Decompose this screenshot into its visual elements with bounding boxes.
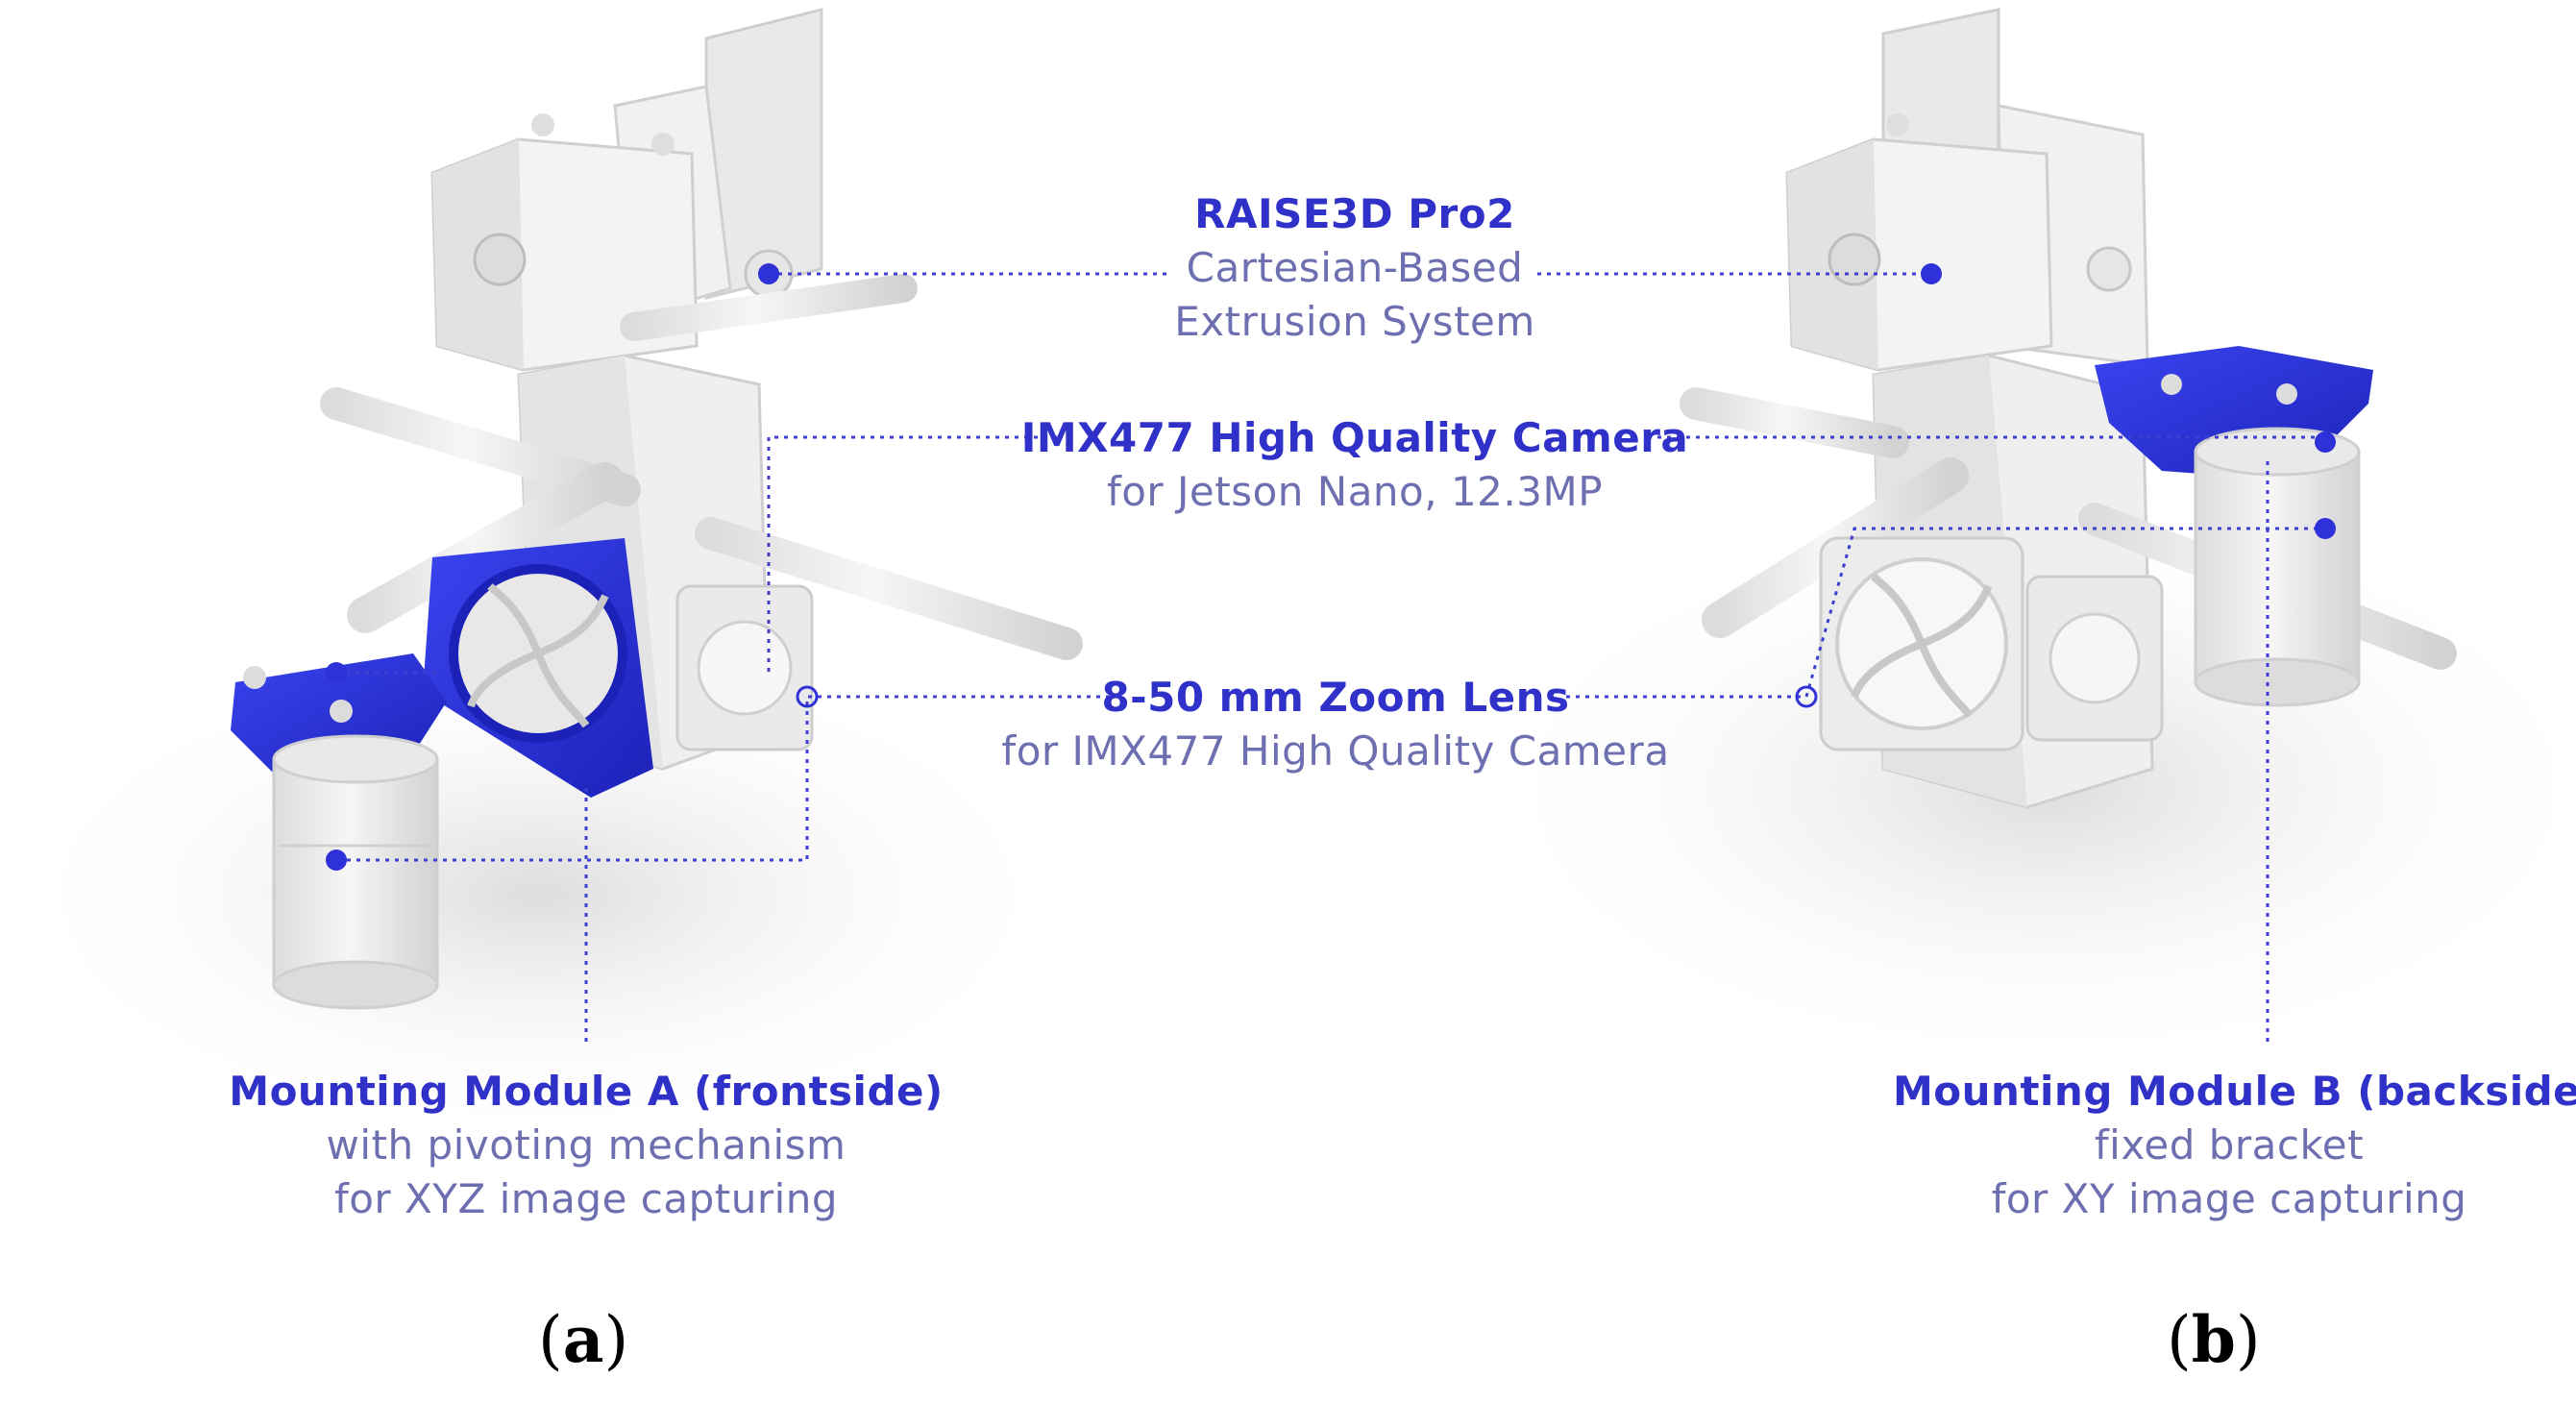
label-lens-line2: for IMX477 High Quality Camera — [1001, 727, 1670, 775]
fan-blades-a — [467, 583, 609, 728]
label-module-b: Mounting Module B (backside) fixed brack… — [1893, 1065, 2576, 1226]
dot-extruder-b — [1921, 263, 1942, 284]
label-camera: IMX477 High Quality Camera for Jetson Na… — [1018, 411, 1691, 519]
label-module-a-line2: with pivoting mechanism — [326, 1121, 846, 1169]
knob-b — [2086, 246, 2132, 292]
panel-letter-a: a — [562, 1302, 604, 1377]
dot-camera-a — [326, 662, 347, 683]
callout-camera-left — [767, 435, 1057, 673]
panel-label-b: (b) — [2167, 1302, 2261, 1377]
motor-hub-a — [473, 233, 527, 286]
camera-lens-b — [2194, 427, 2361, 707]
rod-b-1 — [1680, 387, 1909, 458]
label-module-a-title: Mounting Module A (frontside) — [229, 1068, 944, 1115]
dot-lens-b-2 — [1795, 685, 1818, 708]
label-camera-line2: for Jetson Nano, 12.3MP — [1106, 468, 1604, 515]
label-camera-title: IMX477 High Quality Camera — [1020, 414, 1689, 461]
fan-blades-b — [1851, 574, 1993, 719]
label-module-a-line3: for XYZ image capturing — [333, 1175, 839, 1222]
label-lens-title: 8-50 mm Zoom Lens — [1101, 674, 1570, 721]
label-module-b-line3: for XY image capturing — [1991, 1175, 2467, 1222]
rod-a-1 — [320, 387, 641, 506]
label-module-b-title: Mounting Module B (backside) — [1893, 1068, 2576, 1115]
dot-lens-b — [2315, 518, 2336, 539]
label-extruder-line3: Extrusion System — [1174, 298, 1535, 345]
dot-extruder-a — [758, 263, 779, 284]
panel-label-a: (a) — [538, 1302, 629, 1377]
callout-lines — [336, 272, 2325, 1047]
callout-dots — [326, 263, 2336, 871]
callout-lens-right — [1566, 527, 2325, 699]
motor-hub-b — [1828, 233, 1881, 286]
dot-camera-b — [2315, 431, 2336, 453]
dot-lens-a — [326, 849, 347, 871]
dot-lens-a-2 — [796, 685, 819, 708]
assembly-b — [1470, 8, 2576, 1076]
label-module-b-line2: fixed bracket — [2094, 1121, 2365, 1169]
label-lens: 8-50 mm Zoom Lens for IMX477 High Qualit… — [999, 671, 1672, 778]
label-module-a: Mounting Module A (frontside) with pivot… — [221, 1065, 951, 1226]
callout-lens-left — [336, 695, 1110, 862]
rod-a-3 — [347, 462, 624, 633]
label-extruder: RAISE3D Pro2 Cartesian-Based Extrusion S… — [1067, 187, 1643, 349]
rod-a-2 — [695, 517, 1083, 660]
label-extruder-line2: Cartesian-Based — [1186, 244, 1524, 291]
camera-lens-a — [272, 734, 439, 1010]
assembly-a — [0, 8, 1083, 1144]
panel-letter-b: b — [2191, 1302, 2236, 1377]
label-extruder-title: RAISE3D Pro2 — [1194, 190, 1515, 237]
